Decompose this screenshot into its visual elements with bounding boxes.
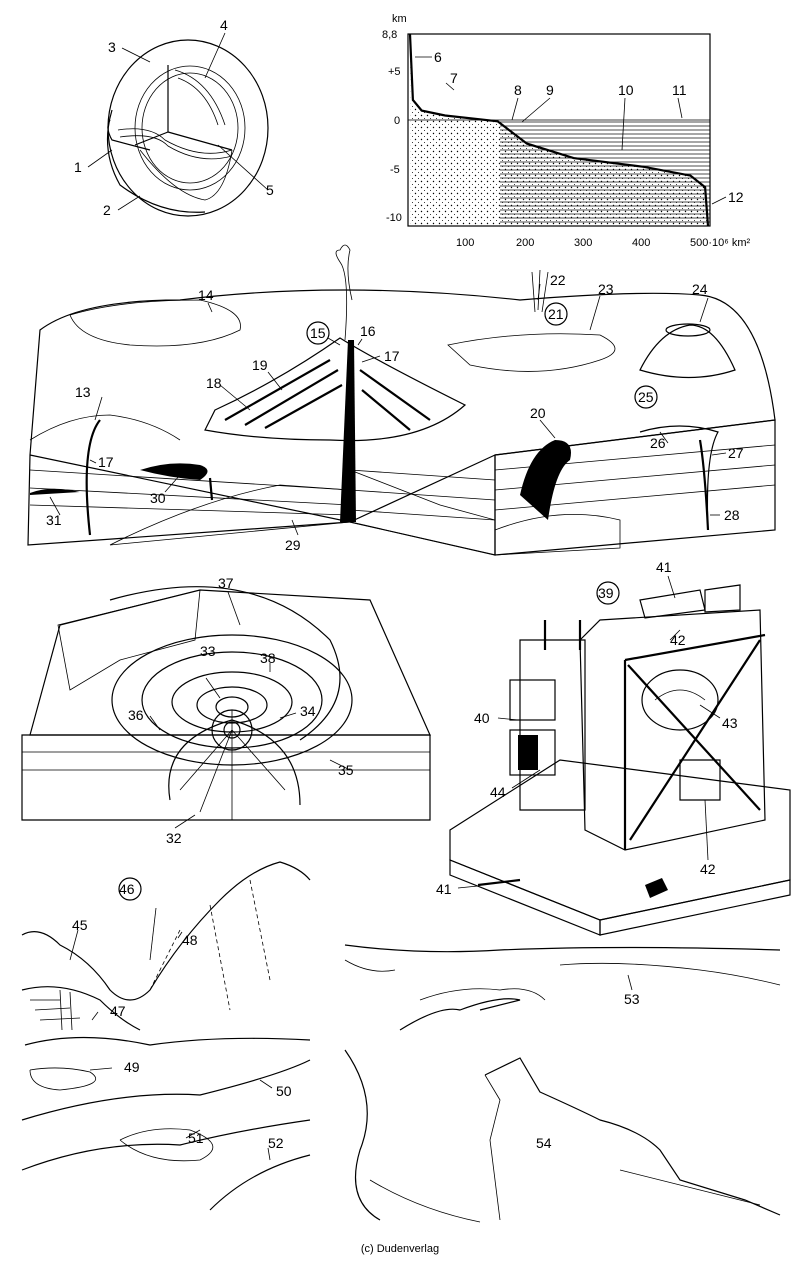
label-45: 45 <box>72 917 88 933</box>
label-36: 36 <box>128 707 144 723</box>
x-tick-500: 500·10⁶ km² <box>690 237 750 249</box>
y-tick-plus-5: +5 <box>388 66 401 78</box>
label-53: 53 <box>624 991 640 1007</box>
hypsometric-curve <box>408 33 710 227</box>
label-1: 1 <box>74 159 82 175</box>
volcanic-block-diagram <box>27 244 776 556</box>
label-34: 34 <box>300 703 316 719</box>
label-18: 18 <box>206 375 222 391</box>
label-37: 37 <box>218 575 234 591</box>
label-5: 5 <box>266 182 274 198</box>
label-14: 14 <box>198 287 214 303</box>
label-29: 29 <box>285 537 301 553</box>
label-42-bottom: 42 <box>700 861 716 877</box>
label-30: 30 <box>150 490 166 506</box>
hypsometric-area <box>410 34 708 226</box>
label-25: 25 <box>638 389 654 405</box>
hypsometric-chart: km 8,8 +5 0 -5 -10 100 200 300 400 500·1… <box>382 13 750 249</box>
label-52: 52 <box>268 1135 284 1151</box>
label-39: 39 <box>598 585 614 601</box>
label-9: 9 <box>546 82 554 98</box>
label-15: 15 <box>310 325 326 341</box>
label-31: 31 <box>46 512 62 528</box>
label-46: 46 <box>119 881 135 897</box>
valley-landscape <box>21 861 311 1211</box>
label-19: 19 <box>252 357 268 373</box>
x-tick-300: 300 <box>574 237 592 249</box>
label-10: 10 <box>618 82 634 98</box>
label-23: 23 <box>598 281 614 297</box>
label-54: 54 <box>536 1135 552 1151</box>
y-tick-minus-5: -5 <box>390 164 400 176</box>
earthquake-block-diagram <box>21 586 431 829</box>
label-51: 51 <box>188 1130 204 1146</box>
label-33: 33 <box>200 643 216 659</box>
y-tick-0: 0 <box>394 115 400 127</box>
y-tick-8-8: 8,8 <box>382 29 397 41</box>
label-21: 21 <box>548 306 564 322</box>
label-44: 44 <box>490 784 506 800</box>
label-8: 8 <box>514 82 522 98</box>
label-20: 20 <box>530 405 546 421</box>
label-41-bottom: 41 <box>436 881 452 897</box>
y-tick-minus-10: -10 <box>386 212 402 224</box>
label-27: 27 <box>728 445 744 461</box>
label-3: 3 <box>108 39 116 55</box>
x-tick-400: 400 <box>632 237 650 249</box>
y-unit-label: km <box>392 13 407 25</box>
earth-leaders <box>87 32 269 211</box>
x-tick-200: 200 <box>516 237 534 249</box>
seismograph <box>449 575 791 936</box>
coastal-landscape <box>344 944 781 1223</box>
label-28: 28 <box>724 507 740 523</box>
earth-cutaway <box>106 39 269 217</box>
x-tick-100: 100 <box>456 237 474 249</box>
label-16: 16 <box>360 323 376 339</box>
copyright-notice: (c) Dudenverlag <box>360 1243 440 1255</box>
label-42-top: 42 <box>670 632 686 648</box>
label-12: 12 <box>728 189 744 205</box>
label-13: 13 <box>75 384 91 400</box>
label-7: 7 <box>450 70 458 86</box>
label-35: 35 <box>338 762 354 778</box>
label-4: 4 <box>220 17 228 33</box>
label-26: 26 <box>650 435 666 451</box>
label-43: 43 <box>722 715 738 731</box>
label-47: 47 <box>110 1003 126 1019</box>
y-axis-ticks: 8,8 +5 0 -5 -10 <box>382 29 402 224</box>
x-axis-ticks: 100 200 300 400 500·10⁶ km² <box>456 237 750 249</box>
label-22: 22 <box>550 272 566 288</box>
label-11: 11 <box>672 82 687 98</box>
label-32: 32 <box>166 830 182 846</box>
label-17-volcano: 17 <box>384 348 400 364</box>
label-38: 38 <box>260 650 276 666</box>
label-24: 24 <box>692 281 708 297</box>
label-41-top: 41 <box>656 559 672 575</box>
label-2: 2 <box>103 202 111 218</box>
label-6: 6 <box>434 49 442 65</box>
label-48: 48 <box>182 932 198 948</box>
label-40: 40 <box>474 710 490 726</box>
label-49: 49 <box>124 1059 140 1075</box>
label-17-sill: 17 <box>98 454 114 470</box>
label-50: 50 <box>276 1083 292 1099</box>
